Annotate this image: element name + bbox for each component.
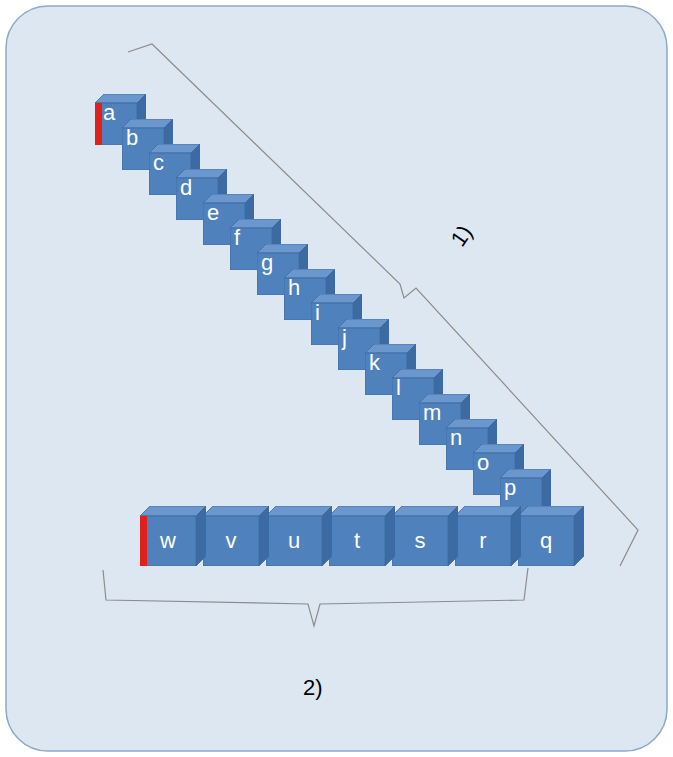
cube-face (574, 506, 584, 566)
cube-face (385, 506, 395, 566)
cube-face (392, 516, 448, 566)
letter-cube: w (140, 506, 206, 566)
cube-letter: p (504, 476, 516, 500)
cube-face (392, 506, 458, 516)
cube-letter: m (423, 401, 441, 425)
cube-letter: r (479, 529, 486, 553)
cube-letter: u (288, 529, 300, 553)
cube-face (140, 506, 206, 516)
cube-letter: g (261, 251, 273, 275)
cube-shape (455, 506, 521, 566)
red-face (95, 103, 102, 145)
cube-face (329, 516, 385, 566)
panel (6, 6, 667, 751)
cube-letter: k (369, 351, 380, 375)
letter-cube: r (455, 506, 521, 566)
cube-letter: n (450, 426, 462, 450)
cube-letter: w (160, 529, 176, 553)
cube-letter: f (234, 226, 240, 250)
cube-face (322, 506, 332, 566)
letter-cube: q (518, 506, 584, 566)
cube-face (203, 506, 269, 516)
bracket (128, 44, 638, 566)
cube-face (196, 506, 206, 566)
cube-letter: c (153, 151, 164, 175)
cube-letter: d (180, 176, 192, 200)
cube-letter: h (288, 276, 300, 300)
cube-letter: o (477, 451, 489, 475)
letter-cube: u (266, 506, 332, 566)
cube-face (329, 506, 395, 516)
cube-letter: i (315, 301, 320, 325)
cube-face (448, 506, 458, 566)
cube-letter: v (226, 529, 237, 553)
letter-cube: s (392, 506, 458, 566)
bracket (103, 568, 528, 626)
cube-face (266, 516, 322, 566)
cube-face (140, 516, 196, 566)
cube-letter: q (540, 529, 552, 553)
cube-letter: a (103, 101, 115, 125)
cube-face (259, 506, 269, 566)
cube-face (518, 506, 584, 516)
cube-letter: l (396, 376, 401, 400)
red-face (140, 516, 147, 566)
cube-face (266, 506, 332, 516)
cube-face (203, 516, 259, 566)
letter-cube: v (203, 506, 269, 566)
letter-cube: t (329, 506, 395, 566)
callout-number: 2) (303, 676, 323, 700)
cube-letter: j (342, 326, 347, 350)
cube-face (455, 516, 511, 566)
cube-shape (329, 506, 395, 566)
cube-face (455, 506, 521, 516)
cube-letter: t (354, 529, 360, 553)
cube-letter: e (207, 201, 219, 225)
cube-letter: b (126, 126, 138, 150)
cube-face (518, 516, 574, 566)
cube-face (511, 506, 521, 566)
cube-letter: s (415, 529, 426, 553)
